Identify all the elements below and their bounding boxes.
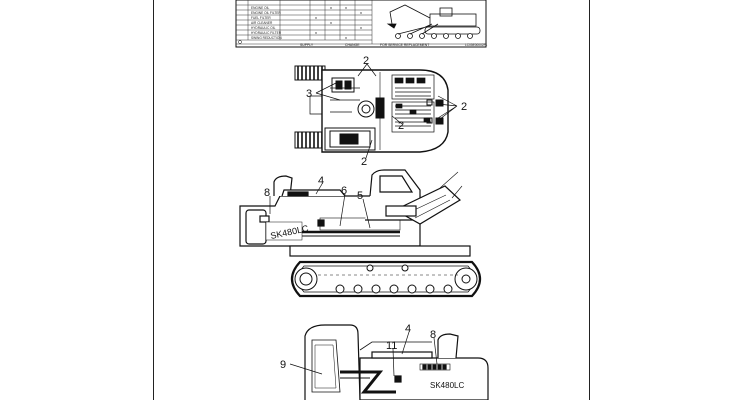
- excavator-side-view: SK480LC: [239, 169, 482, 298]
- chart-part-number: LC05E00002F1: [465, 43, 488, 47]
- legend-change: CHANGE: [345, 43, 360, 47]
- table-row-label: SWING REDUCTION: [251, 36, 282, 40]
- callout-number: 2: [398, 120, 404, 132]
- svg-text:x: x: [330, 20, 332, 25]
- table-row-label: ENGINE OIL FILTER: [251, 11, 281, 15]
- table-row-label: ENGINE OIL: [251, 6, 269, 10]
- svg-text:x: x: [330, 5, 332, 10]
- callout-number: 2: [461, 101, 467, 113]
- top-view-callouts: 2 3 2 2 2: [306, 55, 467, 168]
- track-left-top: [294, 65, 326, 149]
- chart-excavator-sketch: [386, 4, 481, 39]
- chart-table-rows: ENGINE OIL ENGINE OIL FILTER FUEL FILTER…: [251, 6, 282, 40]
- callout-number: 9: [280, 359, 286, 371]
- callout-number: 2: [363, 55, 369, 67]
- svg-text:x: x: [360, 10, 362, 15]
- rear-view-callouts: 4 8 11 9: [280, 323, 438, 377]
- table-row-label: HYDRAULIC OIL: [251, 26, 276, 30]
- callout-number: 11: [386, 340, 397, 352]
- legend-replacement: FOR SERVICE REPLACEMENT: [380, 43, 429, 47]
- table-row-label: HYDRAULIC FILTER: [251, 31, 282, 35]
- callout-number: 5: [357, 190, 363, 202]
- svg-text:x: x: [360, 25, 362, 30]
- callout-number: 6: [341, 185, 347, 197]
- callout-number: 3: [306, 88, 312, 100]
- maintenance-chart-label: ENGINE OIL ENGINE OIL FILTER FUEL FILTER…: [235, 0, 488, 48]
- excavator-rear-view: SK480LC: [304, 324, 489, 400]
- table-row-label: FUEL FILTER: [251, 16, 271, 20]
- callout-number: 8: [430, 329, 436, 341]
- callout-number: 4: [318, 175, 324, 187]
- side-view-callouts: 8 4 6 5: [264, 175, 371, 229]
- page-frame: [153, 0, 590, 400]
- svg-text:x: x: [345, 35, 347, 40]
- svg-text:x: x: [345, 5, 347, 10]
- callout-number: 8: [264, 187, 270, 199]
- callout-number: 2: [361, 156, 367, 168]
- excavator-top-view: [294, 65, 449, 153]
- table-row-label: AIR CLEANER: [251, 21, 273, 25]
- svg-text:x: x: [315, 15, 317, 20]
- chart-legend: SUPPLY CHANGE FOR SERVICE REPLACEMENT LC…: [238, 40, 488, 47]
- model-badge-rear: SK480LC: [430, 381, 464, 390]
- legend-supply: SUPPLY: [300, 43, 314, 47]
- callout-number: 4: [405, 323, 411, 335]
- svg-text:x: x: [315, 30, 317, 35]
